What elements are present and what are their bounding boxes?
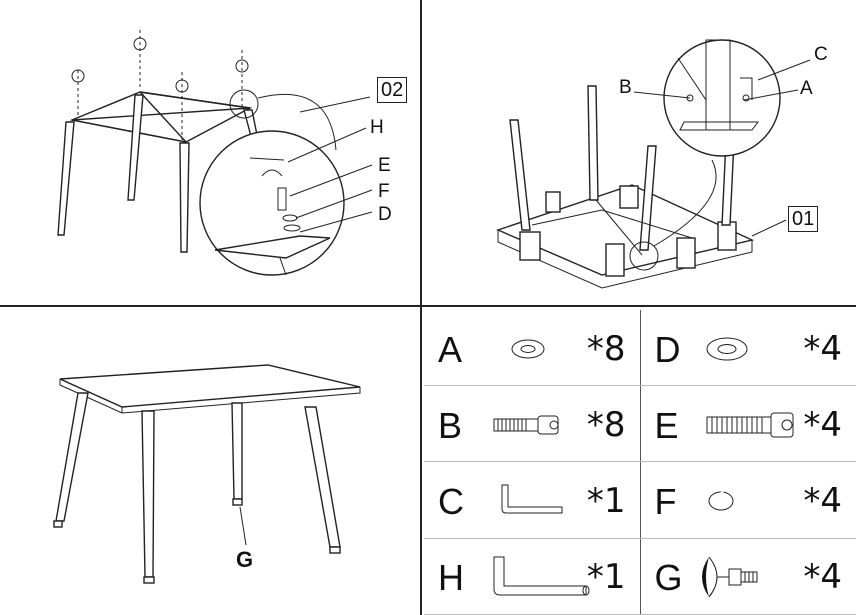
- long-bolt-icon: [706, 412, 793, 438]
- callout-b: B: [619, 77, 632, 98]
- callout-f: F: [378, 181, 390, 202]
- part-letter: D: [654, 328, 681, 370]
- parts-row: A *8 D *4: [424, 310, 856, 387]
- parts-row: H *1 G: [424, 538, 856, 615]
- part-letter: E: [654, 404, 679, 446]
- assembled-table-panel: G: [0, 307, 420, 615]
- step-2-label: 02: [377, 77, 408, 103]
- large-allen-key-icon: [493, 556, 590, 596]
- underside-assembly-illustration: [496, 39, 811, 289]
- small-allen-key-icon: [501, 484, 563, 514]
- part-qty: *4: [803, 404, 842, 445]
- part-cell: E *4: [640, 385, 856, 463]
- part-letter: H: [438, 557, 464, 599]
- short-bolt-icon: [493, 415, 559, 435]
- part-cell: H *1: [424, 538, 641, 615]
- parts-list-panel: A *8 D *4: [424, 310, 856, 615]
- parts-row: B *8 E: [424, 385, 856, 463]
- washer-icon: [511, 339, 545, 359]
- part-qty: *8: [586, 328, 626, 369]
- part-letter: G: [654, 557, 683, 599]
- part-letter: F: [654, 481, 677, 523]
- part-qty: *1: [586, 557, 626, 598]
- part-cell: F *4: [640, 461, 856, 539]
- parts-table: A *8 D *4: [424, 310, 856, 615]
- step-2-panel: 02 H E F D: [0, 0, 420, 305]
- part-letter: B: [438, 404, 463, 446]
- part-qty: *8: [586, 404, 626, 445]
- part-cell: B *8: [424, 385, 641, 463]
- horizontal-divider: [0, 305, 856, 307]
- part-cell: C *1: [424, 461, 641, 539]
- part-qty: *1: [586, 481, 626, 522]
- step-1-label: 01: [788, 206, 819, 232]
- vertical-divider: [420, 0, 422, 615]
- callout-d: D: [378, 204, 392, 225]
- part-qty: *4: [803, 328, 842, 369]
- part-cell: G *4: [640, 538, 856, 615]
- part-cell: A *8: [424, 310, 641, 387]
- callout-e: E: [378, 155, 391, 176]
- part-cell: D *4: [640, 310, 856, 387]
- callout-c: C: [814, 44, 828, 65]
- assembled-table-illustration: [53, 364, 361, 584]
- leveling-foot-icon: [701, 557, 757, 598]
- leveling-foot-label: G: [236, 547, 254, 572]
- part-letter: C: [438, 481, 464, 523]
- step-1-panel: C B A 01: [422, 0, 856, 305]
- part-letter: A: [438, 328, 463, 370]
- part-qty: *4: [803, 481, 842, 522]
- callout-a: A: [800, 78, 813, 99]
- large-washer-icon: [706, 337, 747, 361]
- frame-assembly-illustration: [57, 30, 373, 276]
- callout-h: H: [370, 117, 384, 138]
- part-qty: *4: [803, 557, 842, 598]
- spring-washer-icon: [708, 491, 733, 511]
- parts-row: C *1 F *4: [424, 461, 856, 539]
